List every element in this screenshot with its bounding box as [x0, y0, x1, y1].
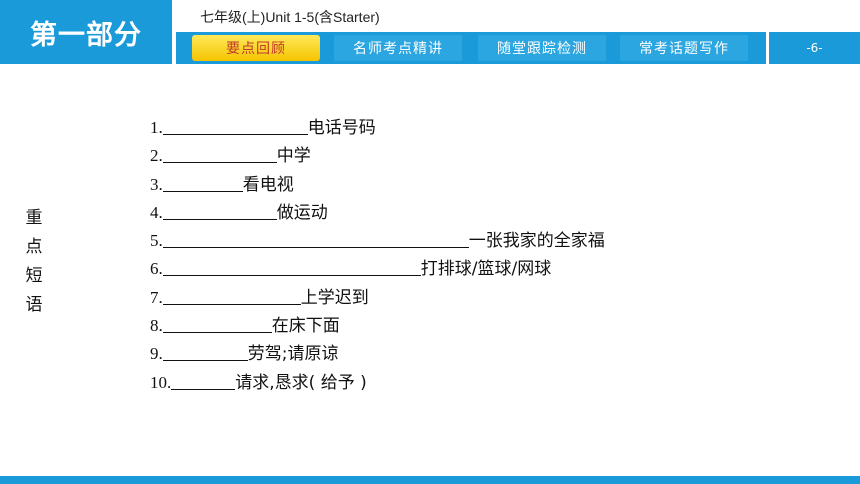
tab-topic-writing[interactable]: 常考话题写作 [620, 35, 748, 61]
part-badge: 第一部分 [0, 0, 172, 64]
section-label-char: 重 [25, 208, 43, 228]
tab-teacher-exam-points[interactable]: 名师考点精讲 [334, 35, 462, 61]
answer-blank[interactable] [162, 257, 421, 277]
answer-blank[interactable] [162, 314, 272, 334]
phrase-item: 1. 电话号码 [150, 114, 605, 142]
phrase-item: 6. 打排球/篮球/网球 [150, 255, 605, 283]
answer-blank[interactable] [162, 144, 277, 164]
answer-blank[interactable] [171, 371, 236, 390]
tab-key-points-review[interactable]: 要点回顾 [192, 35, 320, 61]
answer-blank[interactable] [162, 286, 301, 305]
section-label-char: 语 [25, 295, 43, 315]
phrase-meaning: 中学 [276, 146, 311, 167]
phrase-item: 10. 请求,恳求( 给予 ) [150, 369, 605, 397]
phrase-number: 8. [150, 316, 163, 336]
phrase-number: 5. [150, 231, 163, 251]
answer-blank[interactable] [162, 201, 277, 220]
answer-blank[interactable] [162, 229, 469, 249]
phrase-number: 1. [150, 118, 163, 137]
phrase-number: 2. [150, 146, 163, 166]
phrase-item: 2. 中学 [150, 142, 605, 170]
answer-blank[interactable] [162, 342, 248, 362]
phrase-meaning: 打排球/篮球/网球 [420, 259, 552, 280]
phrase-meaning: 一张我家的全家福 [468, 231, 605, 252]
phrase-meaning: 电话号码 [307, 118, 376, 138]
page-number: -6- [769, 32, 860, 64]
phrase-item: 4. 做运动 [150, 199, 605, 227]
phrase-meaning: 请求,恳求( 给予 ) [235, 372, 367, 393]
answer-blank[interactable] [162, 116, 308, 135]
phrase-number: 6. [150, 259, 163, 279]
course-title: 七年级(上)Unit 1-5(含Starter) [200, 9, 380, 25]
phrase-list: 1. 电话号码 2. 中学 3. 看电视 4. 做运动 5. 一张我家的全家福 6. 打排球… [150, 114, 605, 397]
phrase-number: 3. [150, 174, 163, 194]
section-label-char: 短 [25, 266, 43, 286]
answer-blank[interactable] [162, 173, 243, 192]
phrase-item: 9. 劳驾;请原谅 [150, 340, 605, 368]
phrase-number: 9. [150, 344, 163, 364]
phrase-item: 8. 在床下面 [150, 312, 605, 340]
section-label: 重 点 短 语 [24, 204, 44, 320]
phrase-meaning: 做运动 [276, 202, 328, 223]
phrase-meaning: 上学迟到 [300, 287, 369, 308]
phrase-number: 4. [150, 202, 163, 222]
bottom-bar [0, 476, 860, 484]
tab-in-class-tracking-test[interactable]: 随堂跟踪检测 [478, 35, 606, 61]
phrase-meaning: 在床下面 [271, 316, 340, 337]
phrase-item: 5. 一张我家的全家福 [150, 227, 605, 255]
phrase-number: 10. [150, 372, 172, 392]
section-label-char: 点 [25, 237, 43, 257]
phrase-item: 7. 上学迟到 [150, 284, 605, 312]
nav-bar: 要点回顾 名师考点精讲 随堂跟踪检测 常考话题写作 [176, 32, 766, 64]
phrase-item: 3. 看电视 [150, 171, 605, 199]
phrase-meaning: 劳驾;请原谅 [247, 344, 339, 365]
phrase-meaning: 看电视 [242, 174, 294, 195]
phrase-number: 7. [150, 287, 163, 307]
